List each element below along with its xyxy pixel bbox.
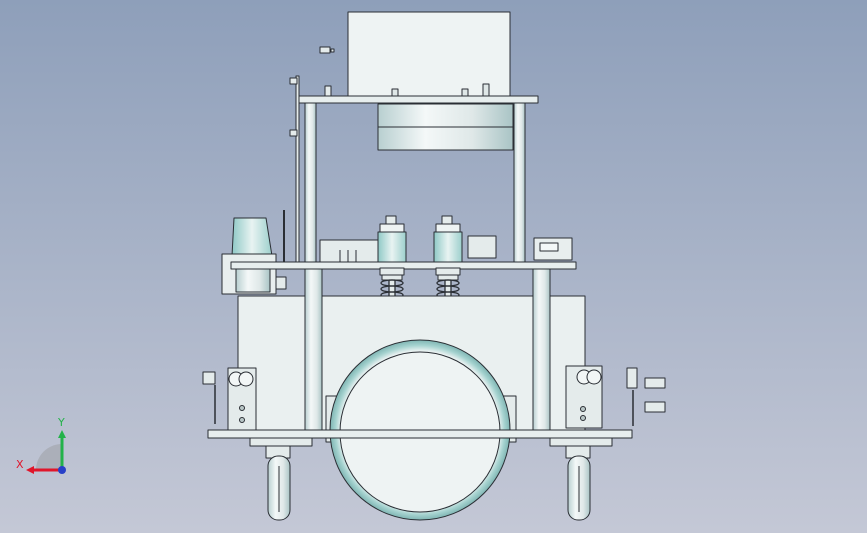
coordinate-triad: X Y: [16, 416, 66, 474]
caster-mount-right: [549, 437, 613, 447]
triad-quarter-disc: [36, 444, 62, 470]
left-caster-bracket[interactable]: [202, 367, 257, 431]
top-box-foot-left: [391, 88, 399, 97]
pcb-right-bracket: [467, 235, 497, 259]
top-plate-screw-left: [324, 85, 332, 97]
column-lower-right[interactable]: [532, 268, 551, 432]
triad-x-label: X: [16, 458, 24, 471]
triad-z-dot: [58, 466, 66, 474]
column-upper-right[interactable]: [513, 102, 526, 264]
mast-clip-top: [289, 77, 298, 85]
control-pcb[interactable]: [319, 239, 383, 263]
caster-mount-left: [249, 437, 313, 447]
sensor-module-window: [539, 242, 559, 252]
column-upper-left[interactable]: [304, 102, 317, 264]
triad-x-arrow: [26, 466, 34, 474]
plate-boss-left: [379, 267, 405, 276]
column-lower-left[interactable]: [304, 268, 323, 432]
plate-boss-right: [435, 267, 461, 276]
loose-bolt-tip: [330, 48, 335, 53]
triad-y-arrow: [58, 430, 66, 438]
top-box-foot-mid: [482, 83, 490, 97]
caster-wheel-left[interactable]: [265, 445, 291, 521]
top-box-foot-right: [461, 88, 469, 97]
top-plate[interactable]: [297, 95, 539, 104]
triad-y-label: Y: [57, 416, 65, 429]
bottom-plate[interactable]: [207, 429, 633, 439]
robot-assembly[interactable]: [202, 11, 666, 521]
loose-bolt: [319, 46, 331, 54]
caster-wheel-right[interactable]: [565, 445, 591, 521]
top-controller-box[interactable]: [347, 11, 511, 97]
antenna-mast: [295, 75, 300, 263]
right-caster-bracket[interactable]: [565, 365, 666, 429]
mast-clip-mid: [289, 129, 298, 137]
